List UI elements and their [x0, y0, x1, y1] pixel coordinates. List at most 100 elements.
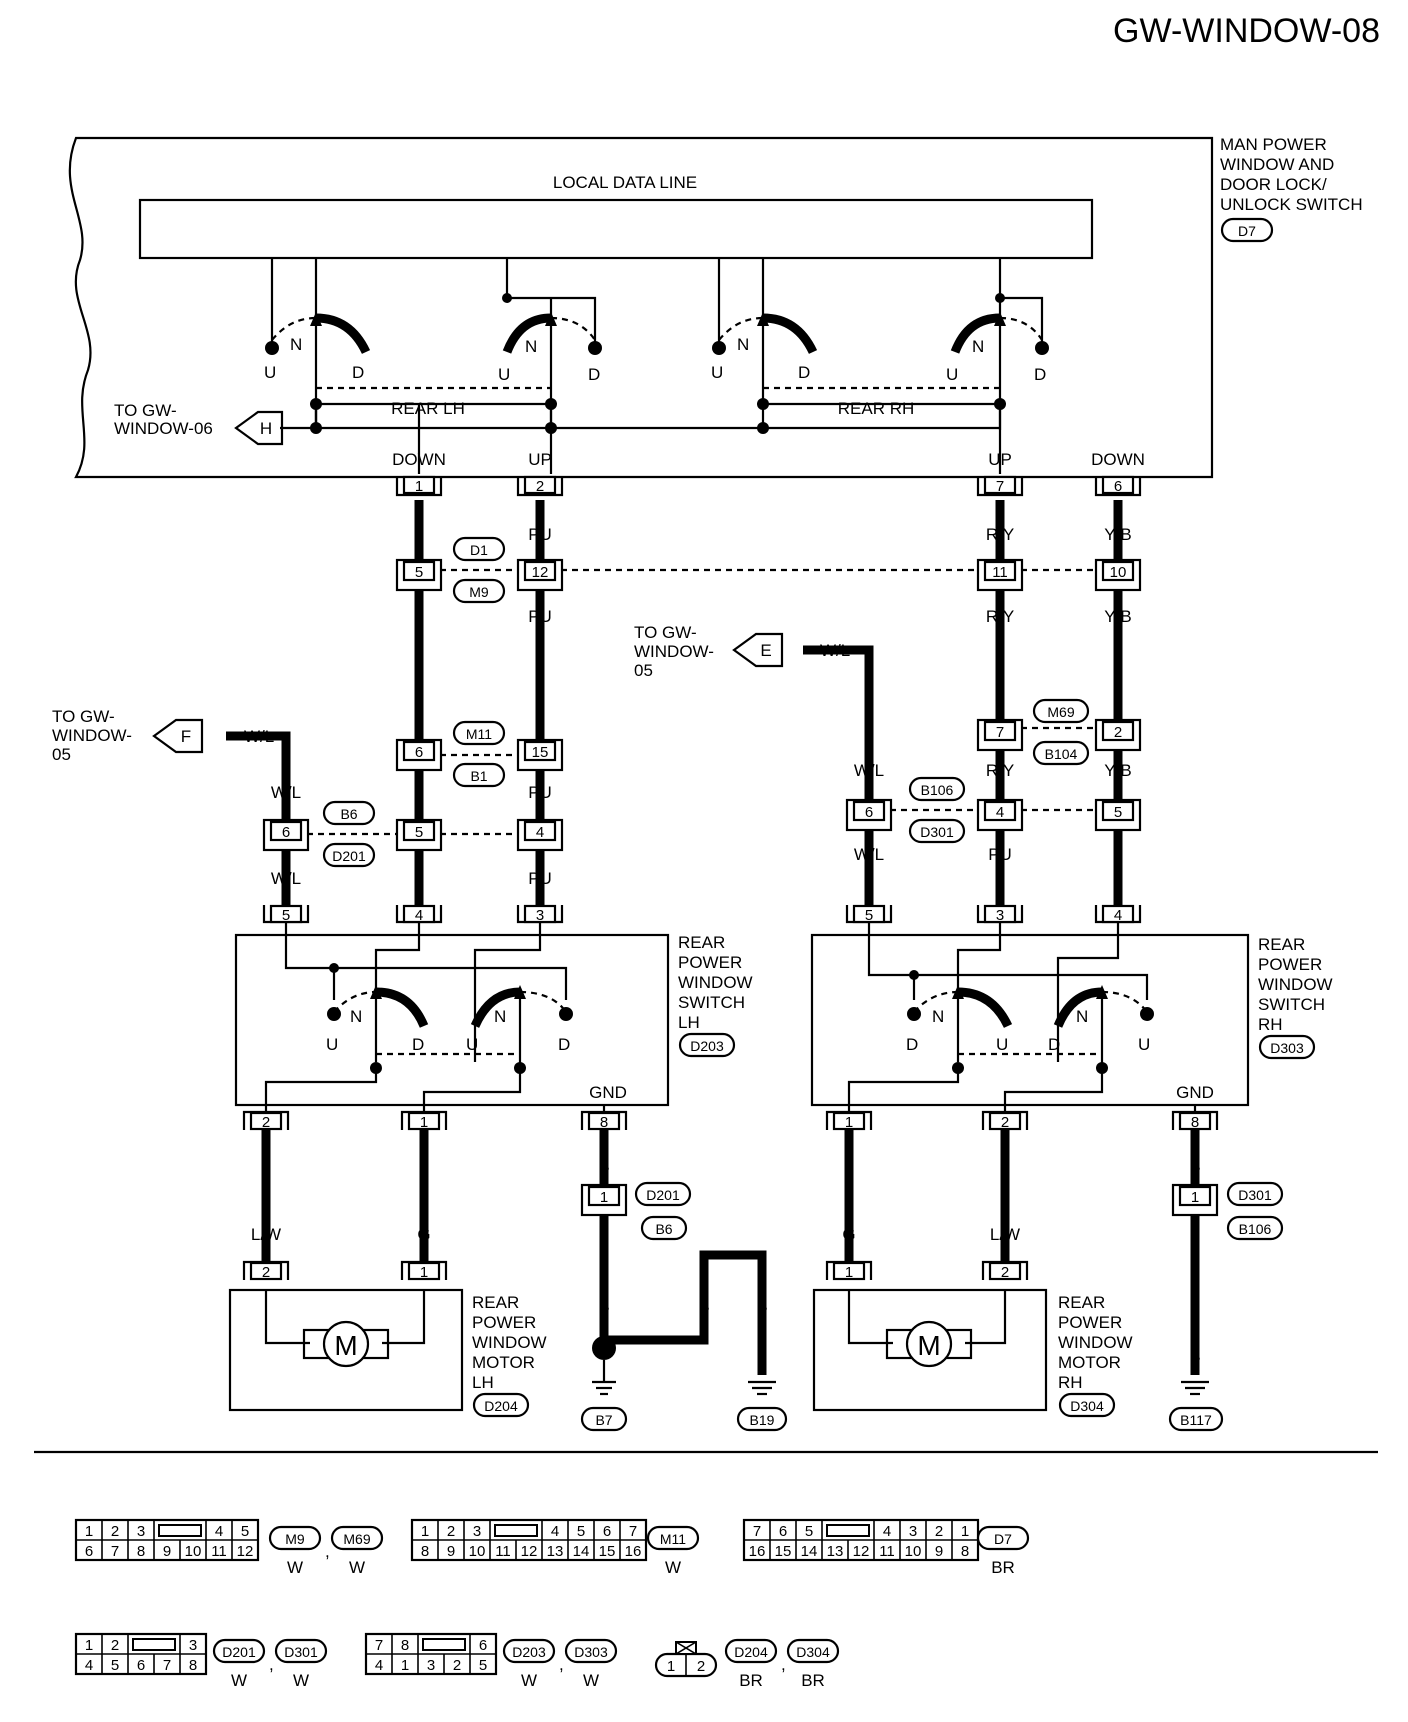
svg-text:D304: D304 [1070, 1398, 1104, 1414]
svg-text:W/L: W/L [271, 783, 301, 802]
legend-c1-cavity: 8 [137, 1543, 145, 1560]
svg-text:REAR: REAR [472, 1293, 519, 1312]
legend-c2-name: M11 [660, 1531, 686, 1547]
pin-label-down-rh: DOWN [1091, 450, 1145, 469]
legend-c5-cavity: 6 [479, 1637, 487, 1654]
motor-lh-label: REAR POWER WINDOW MOTOR LH D204 [472, 1293, 547, 1418]
svg-text:U: U [1138, 1035, 1150, 1054]
legend-c4-cavity: 4 [85, 1657, 93, 1674]
svg-text:D301: D301 [1238, 1187, 1272, 1203]
legend-c3-cavity: 15 [775, 1543, 792, 1560]
svg-text:WINDOW: WINDOW [1058, 1333, 1133, 1352]
rear-switch-rh: 5 3 4 D N U D N U GND 1 2 8 [810, 904, 1250, 1131]
legend-c2-cavity: 15 [599, 1543, 616, 1560]
connector-pins: 1 2 7 6 5 12 11 10 6 15 7 2 6 5 4 6 [262, 475, 1219, 1217]
legend-c2-cavity: 16 [625, 1543, 642, 1560]
svg-text:PU: PU [528, 783, 552, 802]
svg-text:B106: B106 [1239, 1221, 1272, 1237]
svg-text:,: , [781, 1655, 786, 1674]
svg-text:11: 11 [992, 564, 1008, 581]
svg-text:SWITCH: SWITCH [1258, 995, 1325, 1014]
svg-text:15: 15 [532, 744, 549, 761]
svg-text:R/Y: R/Y [986, 607, 1014, 626]
svg-text:GND: GND [589, 1083, 627, 1102]
legend-c6-color: BR [801, 1671, 825, 1690]
svg-text:LH: LH [472, 1373, 494, 1392]
offpage-h-text-2: WINDOW-06 [114, 419, 213, 438]
svg-text:D301: D301 [920, 824, 954, 840]
legend-c2-cavity: 11 [495, 1543, 511, 1560]
legend-c4-color: W [293, 1671, 309, 1690]
svg-text:Y/B: Y/B [1104, 761, 1131, 780]
legend-c1-cavity: 7 [111, 1543, 119, 1560]
svg-text:2: 2 [262, 1114, 270, 1131]
legend-c3-cavity: 8 [961, 1543, 969, 1560]
legend-c6-oval [724, 1638, 778, 1664]
svg-text:D201: D201 [332, 848, 366, 864]
legend-c1-cavity: 11 [211, 1543, 227, 1560]
svg-text:6: 6 [865, 804, 873, 821]
legend-c6-name: D304 [796, 1644, 830, 1660]
legend-c2-cavity: 12 [521, 1543, 538, 1560]
motor-lh: 2 1 M [228, 1240, 464, 1412]
svg-text:8: 8 [600, 1114, 608, 1131]
local-data-line-label: LOCAL DATA LINE [553, 173, 697, 192]
svg-text:05: 05 [634, 661, 653, 680]
svg-text:L: L [414, 525, 423, 544]
svg-text:MOTOR: MOTOR [472, 1353, 535, 1372]
legend-c5-oval [502, 1638, 556, 1664]
offpage-h-flag [234, 410, 284, 446]
legend-c3-cavity: 1 [961, 1523, 969, 1540]
svg-text:1: 1 [420, 1264, 428, 1281]
svg-text:N: N [932, 1007, 944, 1026]
svg-text:5: 5 [415, 824, 423, 841]
svg-text:D: D [352, 363, 364, 382]
ground-b7: B7 [580, 1336, 628, 1432]
pin-label-down-lh: DOWN [392, 450, 446, 469]
legend-c3-cavity: 2 [935, 1523, 943, 1540]
svg-text:B7: B7 [595, 1412, 612, 1428]
svg-text:TO GW-: TO GW- [52, 707, 115, 726]
legend-c3-cavity: 7 [753, 1523, 761, 1540]
svg-text:U: U [996, 1035, 1008, 1054]
legend-c5-cavity: 5 [479, 1657, 487, 1674]
svg-text:M9: M9 [469, 584, 489, 600]
legend-c2-cavity: 1 [421, 1523, 429, 1540]
svg-text:G: G [842, 1225, 855, 1244]
legend-c3-cavity: 10 [905, 1543, 922, 1560]
legend-c6-color: BR [739, 1671, 763, 1690]
legend-c3-cavity: 3 [909, 1523, 917, 1540]
svg-text:M: M [917, 1330, 940, 1361]
legend-c3-color: BR [991, 1558, 1015, 1577]
legend-c2-cavity: 5 [577, 1523, 585, 1540]
svg-text:POWER: POWER [1258, 955, 1322, 974]
svg-text:D: D [798, 363, 810, 382]
svg-text:B: B [598, 1297, 609, 1316]
svg-text:6: 6 [415, 744, 423, 761]
offpage-h-text-1: TO GW- [114, 401, 177, 420]
svg-text:B: B [1189, 1157, 1200, 1176]
svg-text:N: N [494, 1007, 506, 1026]
legend-c3-cavity: 4 [883, 1523, 891, 1540]
legend-c2-cavity: 9 [447, 1543, 455, 1560]
svg-text:Y/B: Y/B [1104, 525, 1131, 544]
svg-text:4: 4 [996, 804, 1004, 821]
svg-text:B: B [698, 1297, 709, 1316]
legend-c4-cavity: 1 [85, 1637, 93, 1654]
svg-text:N: N [350, 1007, 362, 1026]
legend-c1-cavity: 3 [137, 1523, 145, 1540]
legend-c3-cavity: 9 [935, 1543, 943, 1560]
svg-text:D204: D204 [484, 1398, 518, 1414]
svg-text:D201: D201 [646, 1187, 680, 1203]
svg-text:F: F [181, 727, 191, 746]
svg-text:E: E [760, 641, 771, 660]
svg-text:L: L [1113, 845, 1122, 864]
svg-text:L: L [414, 869, 423, 888]
legend-c5-cavity: 7 [375, 1637, 383, 1654]
svg-text:D: D [906, 1035, 918, 1054]
svg-text:R/Y: R/Y [986, 525, 1014, 544]
legend-c5-color: W [583, 1671, 599, 1690]
svg-text:REAR: REAR [678, 933, 725, 952]
legend-c1-oval [268, 1525, 322, 1551]
